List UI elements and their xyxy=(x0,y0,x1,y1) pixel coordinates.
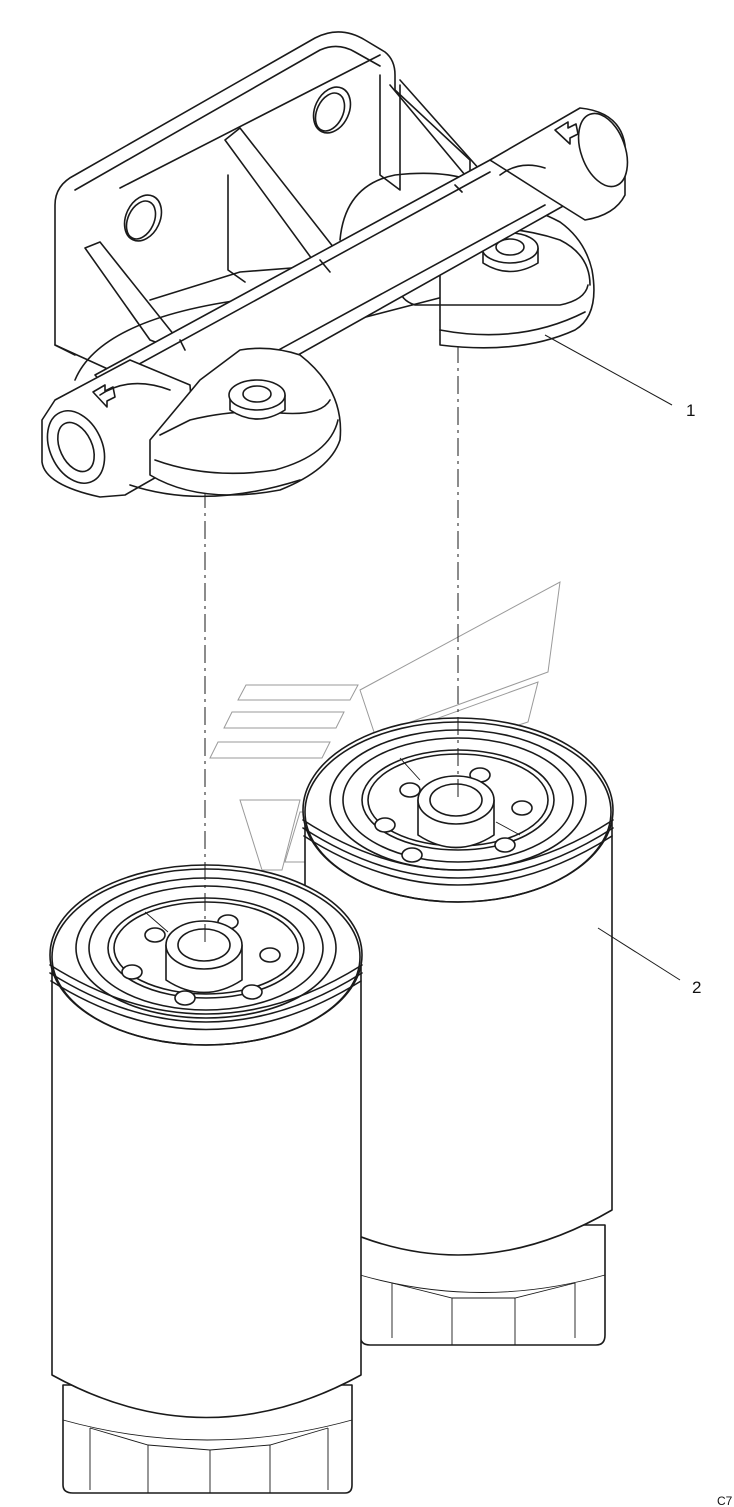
callout-1: 1 xyxy=(686,401,695,420)
filter-cartridge-right xyxy=(302,717,614,1346)
leader-line-1 xyxy=(544,334,673,406)
drawing-code: C7 xyxy=(717,1494,733,1507)
leader-line-2 xyxy=(597,927,681,981)
callout-2: 2 xyxy=(692,978,701,997)
filter-head-bracket xyxy=(41,31,629,498)
filter-cartridge-left xyxy=(49,864,363,1494)
